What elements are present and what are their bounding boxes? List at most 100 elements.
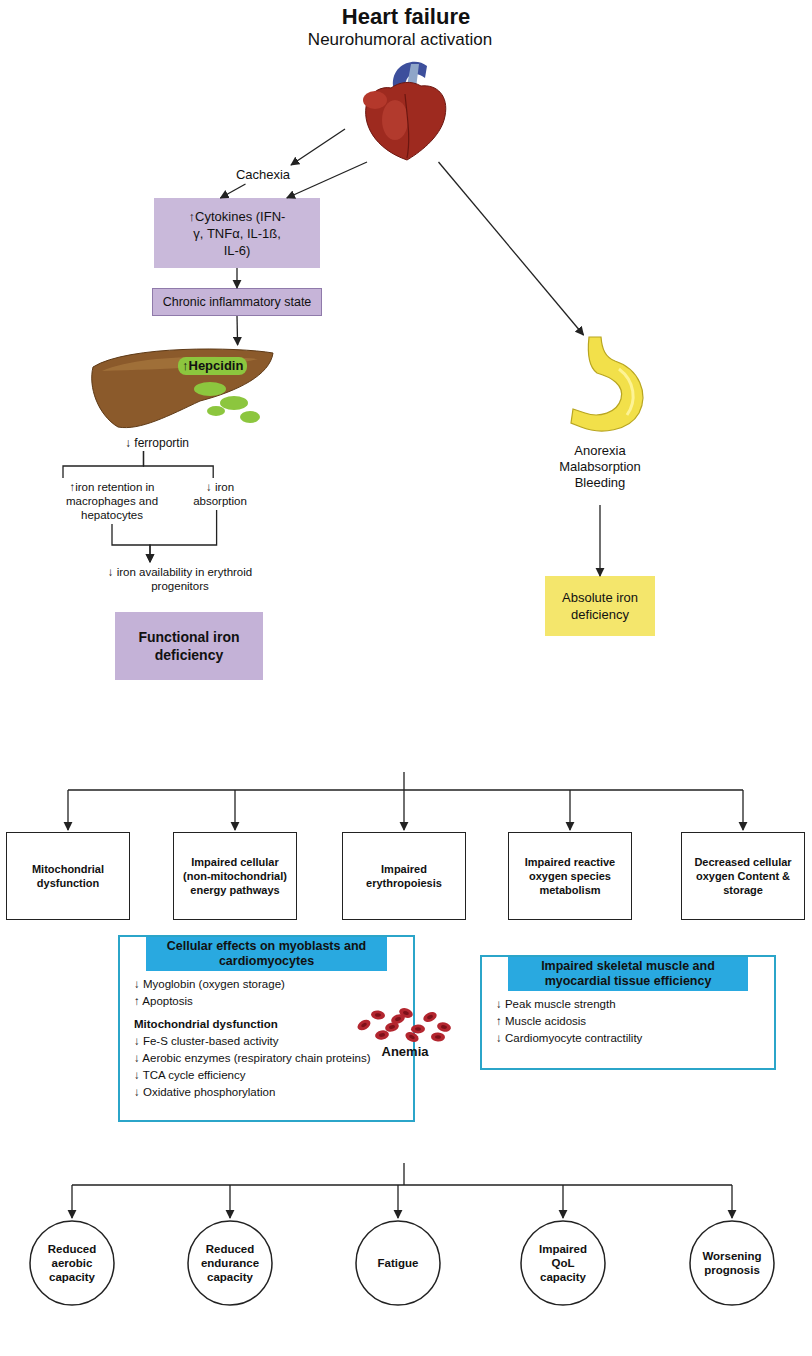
text-node: ↓ iron availability in erythroid progeni…	[105, 562, 255, 596]
arrow-connector	[63, 451, 144, 478]
cell-center	[379, 1033, 386, 1038]
hepcidin-blob	[220, 396, 248, 410]
effects-panel: Impaired skeletal muscle and myocardial …	[480, 955, 776, 1070]
circle-shape	[30, 1221, 114, 1305]
stomach-highlight	[619, 369, 633, 415]
bracket-drop	[731, 1185, 732, 1218]
node-label: ↑Cytokines (IFN-γ, TNFα, IL-1ß, IL-6)	[185, 208, 289, 259]
liver-node: ↑Hepcidin	[88, 345, 275, 432]
heart-groove	[405, 94, 409, 158]
outcome-box: Functional iron deficiency	[115, 612, 263, 680]
node-label: ↑iron retention in macrophages and hepat…	[42, 480, 182, 522]
diagram-title: Heart failure	[0, 4, 812, 30]
effect-item: ↑ Muscle acidosis	[482, 1014, 774, 1029]
red-blood-cell	[390, 1012, 406, 1025]
cell-body	[356, 1018, 373, 1033]
effect-item: ↓ Fe-S cluster-based activity	[120, 1034, 413, 1049]
cell-center	[375, 1013, 381, 1017]
cell-body	[422, 1010, 438, 1024]
heart-illustration	[345, 54, 455, 162]
cell-body	[404, 1030, 421, 1044]
red-blood-cell	[356, 1018, 373, 1033]
bracket-drop	[234, 790, 235, 830]
cell-center	[361, 1022, 368, 1028]
circle-outline	[689, 1220, 775, 1306]
bracket-drop	[562, 1185, 563, 1218]
text-node: ↑iron retention in macrophages and hepat…	[42, 478, 182, 524]
text-node: ↓ iron absorption	[186, 478, 254, 510]
atrium-shape	[363, 91, 387, 109]
node-label: Impaired erythropoiesis	[346, 862, 462, 890]
effect-item: ↓ Aerobic enzymes (respiratory chain pro…	[120, 1051, 413, 1066]
cell-body	[374, 1029, 389, 1041]
red-blood-cell	[374, 1029, 389, 1041]
cell-body	[371, 1010, 386, 1021]
cell-body	[436, 1021, 452, 1033]
cell-center	[435, 1035, 441, 1039]
node-heading: Neurohumoral activation	[308, 30, 492, 50]
node-label: Worsening prognosis	[697, 1249, 767, 1277]
node-label: Anorexia Malabsorption Bleeding	[545, 443, 655, 491]
anemia-node: Anemia	[352, 1003, 458, 1060]
process-box: ↑Cytokines (IFN-γ, TNFα, IL-1ß, IL-6)	[154, 198, 320, 268]
effect-box: Decreased cellular oxygen Content & stor…	[681, 832, 805, 920]
red-blood-cell	[411, 1024, 425, 1033]
bracket-drop	[569, 790, 570, 830]
node-label: ↓ iron availability in erythroid progeni…	[105, 565, 255, 593]
node-label: ↑Hepcidin	[178, 357, 247, 375]
panel-heading: Impaired skeletal muscle and myocardial …	[508, 957, 747, 991]
outcome-circle: Fatigue	[355, 1220, 441, 1306]
node-label: Anemia	[352, 1044, 458, 1060]
bracket-line	[72, 1163, 732, 1185]
heart-highlight	[382, 100, 408, 140]
node-label: Fatigue	[363, 1256, 433, 1270]
node-label: Reduced endurance capacity	[195, 1242, 265, 1284]
cell-body	[431, 1032, 445, 1042]
hepcidin-blob	[240, 411, 260, 423]
hepcidin-blob	[194, 382, 226, 396]
arrow-connector	[599, 505, 600, 576]
circle-shape	[356, 1221, 440, 1305]
panel-heading: Cellular effects on myoblasts and cardio…	[146, 937, 386, 971]
blood-cells-illustration	[352, 1003, 458, 1043]
cell-center	[415, 1027, 421, 1031]
node-label: ↓ iron absorption	[186, 480, 254, 508]
arrow-connector	[439, 162, 584, 335]
red-blood-cell	[404, 1030, 421, 1044]
effect-item: ↓ Cardiomyocyte contractility	[482, 1031, 774, 1046]
arrow-connector	[291, 129, 345, 165]
red-blood-cell	[436, 1021, 452, 1033]
text-node: Cachexia	[228, 165, 298, 184]
arrow-connector	[112, 524, 150, 562]
red-blood-cell	[431, 1032, 445, 1042]
effect-item: ↑ Apoptosis	[120, 994, 413, 1009]
stomach-illustration	[545, 335, 655, 435]
hepcidin-blob	[207, 406, 225, 416]
effect-item: ↓ Myoglobin (oxygen storage)	[120, 977, 413, 992]
cell-body	[411, 1024, 425, 1033]
effect-item: ↓ Peak muscle strength	[482, 997, 774, 1012]
effect-box: Impaired cellular (non-mitochondrial) en…	[173, 832, 297, 920]
outcome-circle: Impaired QoL capacity	[520, 1220, 606, 1306]
bracket-drop	[67, 790, 68, 830]
heart-node: Neurohumoral activation	[345, 30, 455, 162]
stomach-shape	[571, 337, 643, 431]
bracket-drop	[397, 1185, 398, 1218]
red-blood-cell	[422, 1010, 438, 1024]
effect-item: ↓ TCA cycle efficiency	[120, 1068, 413, 1083]
arrow-connector	[236, 268, 237, 288]
arrow-connector	[220, 184, 245, 198]
node-label: Reduced aerobic capacity	[37, 1242, 107, 1284]
bracket-line	[68, 772, 743, 790]
outcome-box: Absolute iron deficiency	[545, 576, 655, 636]
bracket-drop	[742, 790, 743, 830]
cell-center	[409, 1034, 416, 1040]
red-blood-cell	[371, 1010, 386, 1021]
arrow-connector	[236, 316, 238, 345]
outcome-circle: Reduced endurance capacity	[187, 1220, 273, 1306]
cell-body	[390, 1012, 406, 1025]
cell-center	[441, 1025, 448, 1030]
node-label: Absolute iron deficiency	[554, 589, 646, 623]
circle-shape	[521, 1221, 605, 1305]
